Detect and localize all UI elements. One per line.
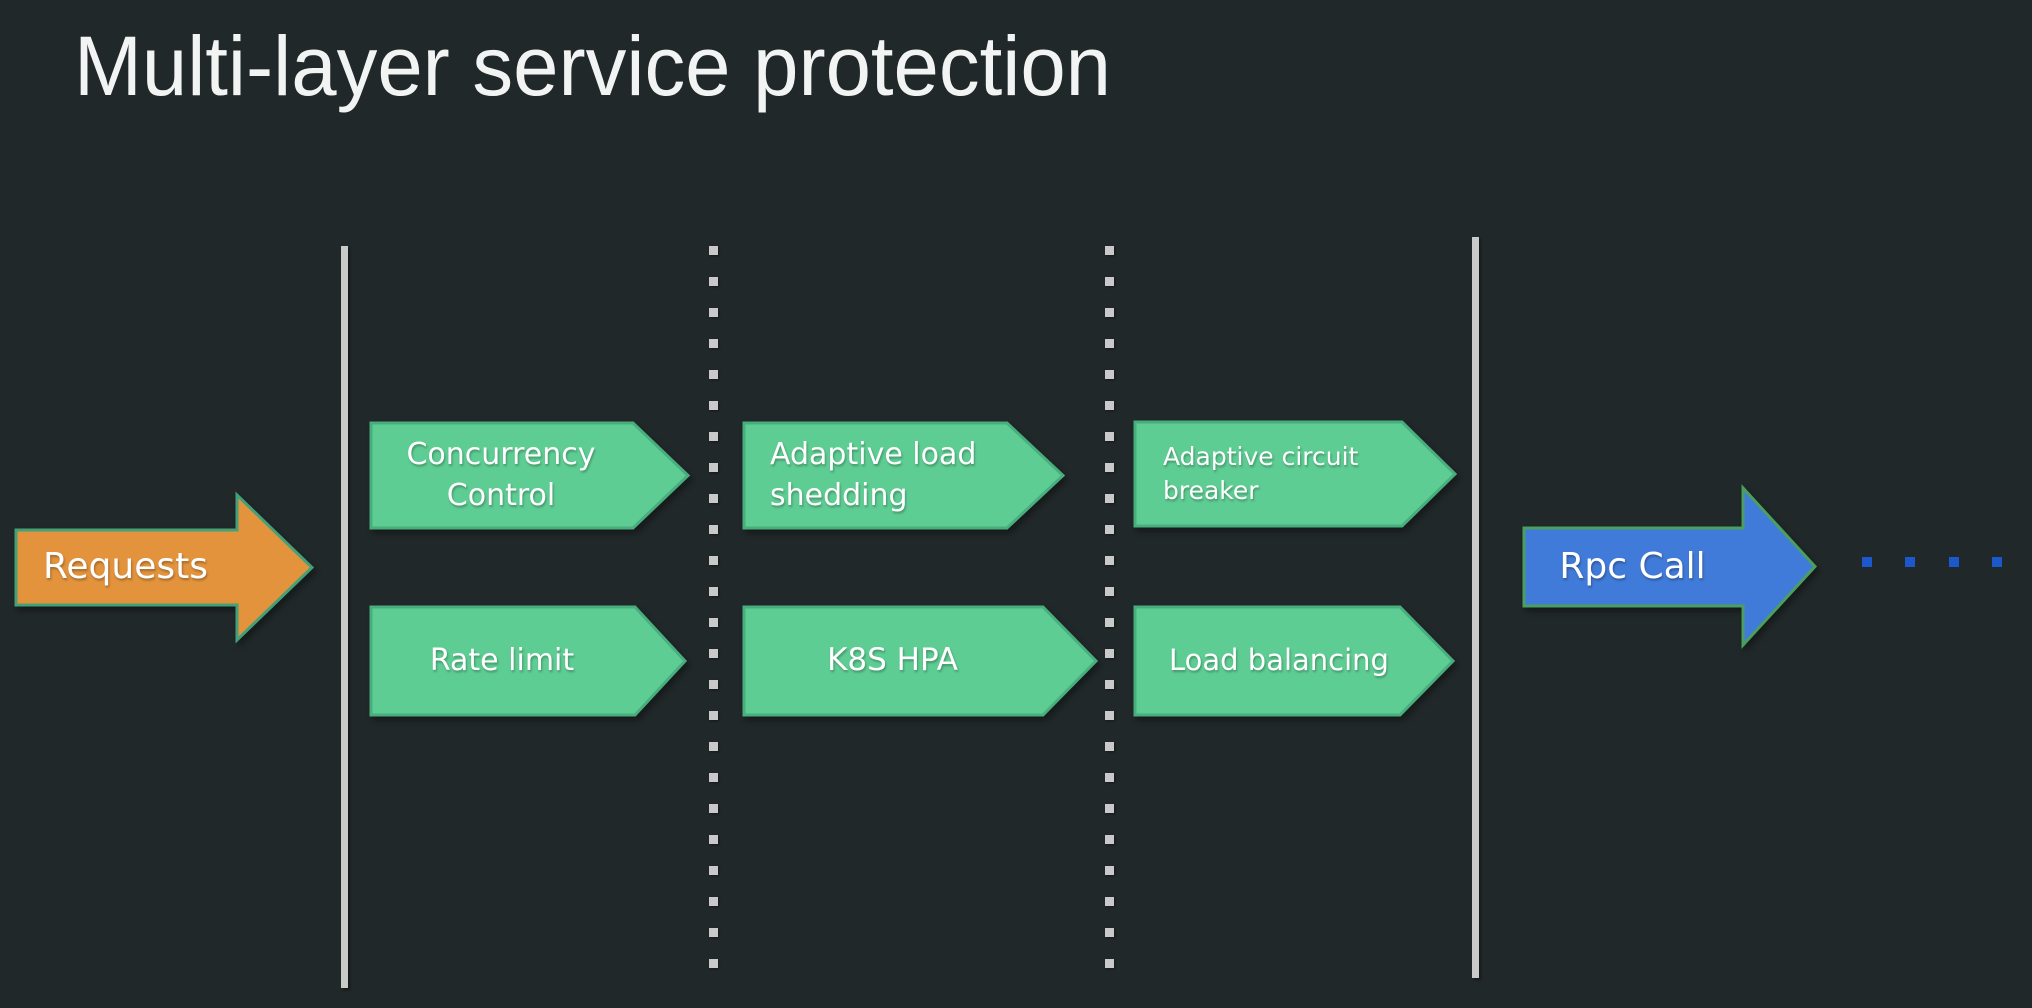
pentagon-arrow-shape — [369, 605, 688, 717]
pentagon-arrow-shape — [742, 421, 1066, 530]
pentagon-arrow-shape — [1133, 605, 1456, 717]
continuation-dot-icon — [1948, 557, 1959, 567]
rpc-call-arrow: Rpc Call — [1522, 484, 1818, 649]
stage-rate-limit: Rate limit — [369, 605, 688, 717]
concurrency-control-label: Concurrency Control — [406, 437, 596, 513]
stage-divider-dotted-line-2 — [1105, 246, 1114, 968]
rpc-call-label: Rpc Call — [1559, 545, 1706, 587]
requests-label: Requests — [43, 546, 208, 588]
exit-boundary-line — [1472, 237, 1479, 978]
stage-load-balancing: Load balancing — [1133, 605, 1456, 717]
adaptive-load-shedding-label: Adaptive load shedding — [770, 437, 977, 513]
pentagon-arrow-shape — [742, 605, 1099, 717]
stage-adaptive-circuit-breaker: Adaptive circuit breaker — [1133, 420, 1458, 528]
continuation-dot-icon — [1862, 557, 1872, 567]
continuation-dot-icon — [1905, 557, 1916, 567]
k8s-hpa-label: K8S HPA — [827, 642, 958, 679]
entry-boundary-line — [341, 246, 348, 988]
stage-adaptive-load-shedding: Adaptive load shedding — [742, 421, 1066, 530]
pentagon-arrow-shape — [1133, 420, 1458, 528]
right-arrow-shape — [1522, 484, 1818, 649]
right-arrow-shape — [14, 491, 315, 644]
rate-limit-label: Rate limit — [429, 642, 575, 678]
stage-concurrency-control: Concurrency Control — [369, 421, 691, 530]
load-balancing-label: Load balancing — [1169, 643, 1389, 678]
pentagon-arrow-shape — [369, 421, 691, 530]
adaptive-circuit-breaker-label: Adaptive circuit breaker — [1163, 442, 1359, 505]
stage-divider-dotted-line-1 — [709, 246, 718, 968]
stage-k8s-hpa: K8S HPA — [742, 605, 1099, 717]
requests-arrow: Requests — [14, 491, 315, 644]
continuation-dot-icon — [1991, 557, 2002, 567]
continuation-dots — [1862, 557, 2002, 567]
page-title: Multi-layer service protection — [74, 19, 1111, 113]
